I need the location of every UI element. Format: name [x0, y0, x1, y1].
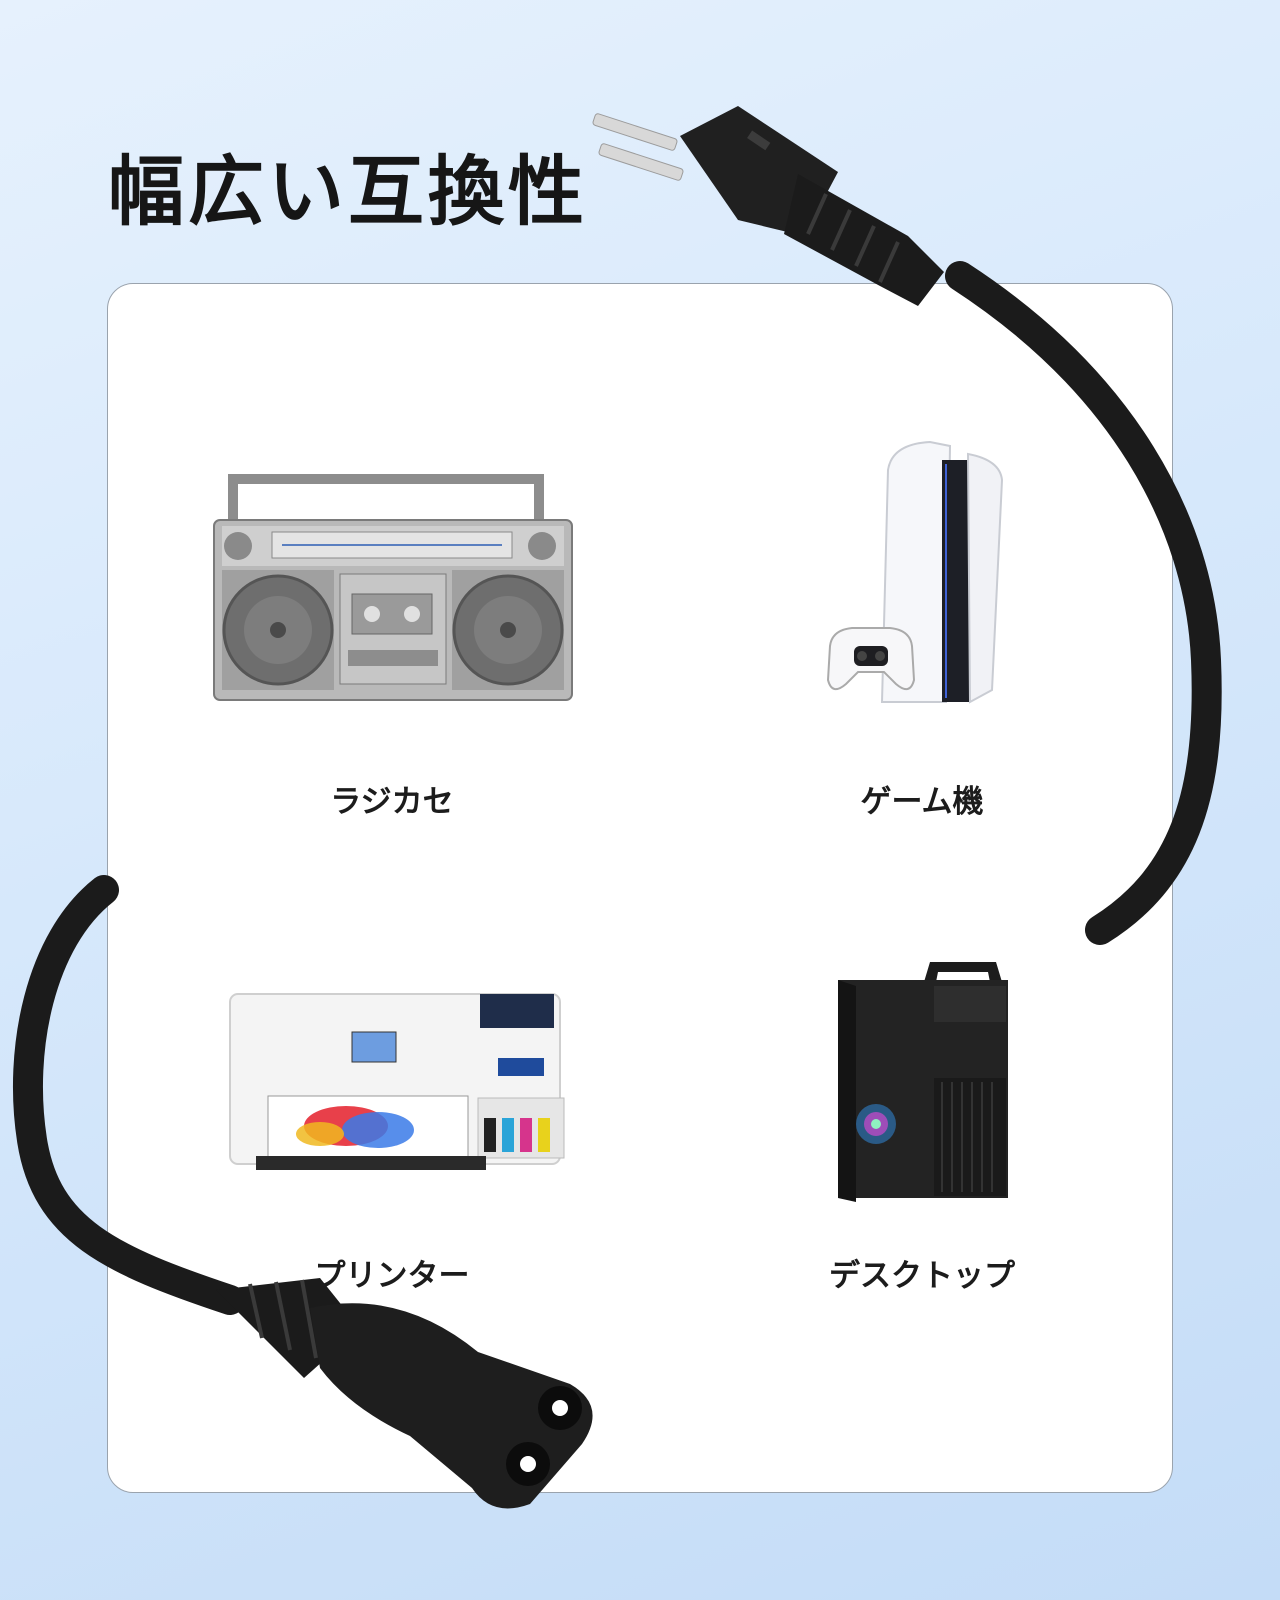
printer-icon — [229, 993, 565, 1170]
device-label-desktop: デスクトップ — [829, 1258, 1015, 1294]
wall-plug-icon — [592, 106, 944, 306]
game-console-icon — [826, 440, 1004, 704]
headline: 幅広い互換性 — [108, 147, 588, 236]
figure8-connector-icon — [216, 1278, 593, 1509]
device-label-printer: プリンター — [314, 1258, 470, 1294]
desktop-tower-icon — [838, 962, 1008, 1202]
device-label-game-console: ゲーム機 — [860, 784, 984, 820]
device-label-boombox: ラジカセ — [330, 784, 454, 820]
boombox-icon — [213, 474, 573, 701]
